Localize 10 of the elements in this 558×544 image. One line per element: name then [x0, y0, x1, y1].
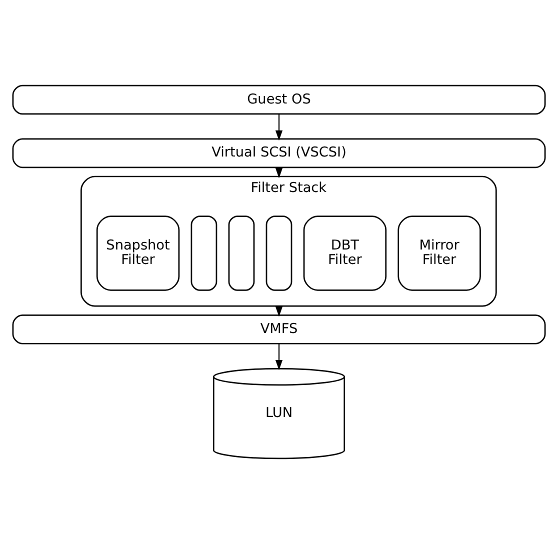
arrow — [275, 344, 283, 370]
node-box — [266, 216, 292, 291]
node-box: Guest OS — [12, 84, 546, 115]
node-box: Snapshot Filter — [96, 216, 180, 291]
node-box: DBT Filter — [303, 216, 387, 291]
node-box — [228, 216, 255, 291]
node-box — [190, 216, 218, 291]
node-box: VMFS — [12, 314, 546, 344]
node-box: Mirror Filter — [398, 216, 481, 291]
arrow — [275, 114, 283, 141]
